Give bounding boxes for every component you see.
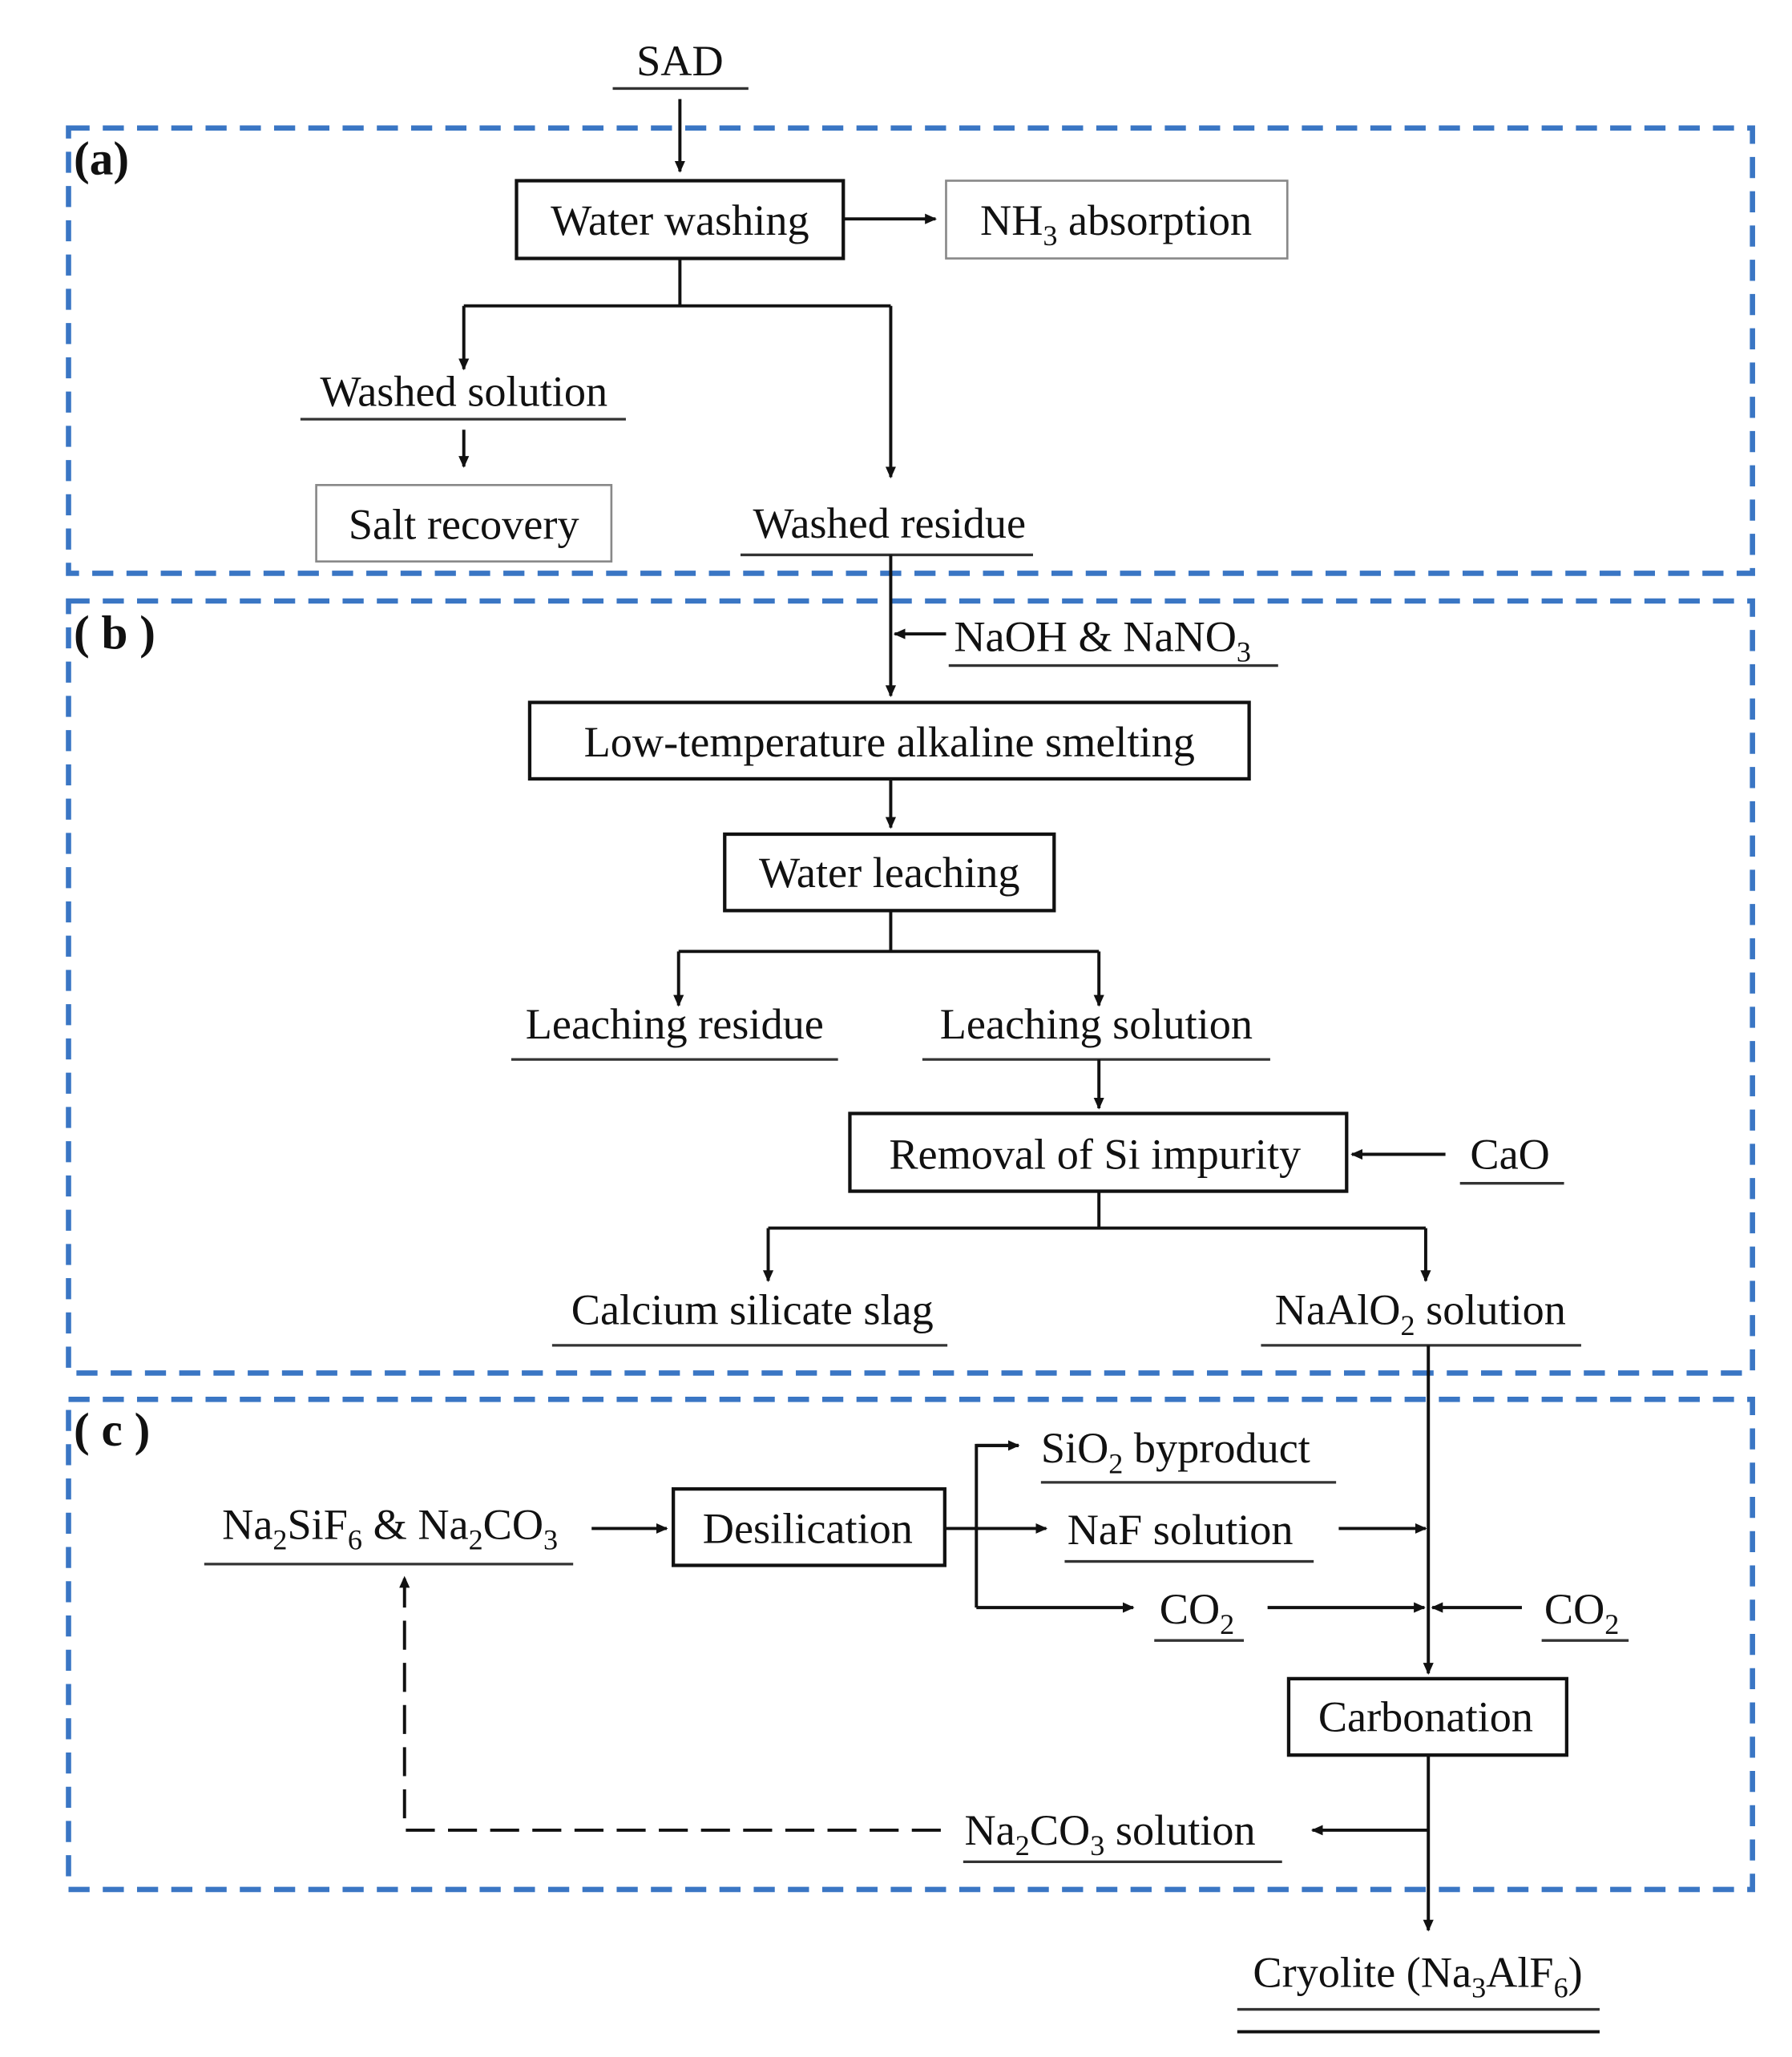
na2co3-solution-label: Na2CO3 solution <box>964 1806 1255 1861</box>
desilication-label: Desilication <box>703 1505 913 1553</box>
water-leaching-label: Water leaching <box>759 849 1019 897</box>
cryolite-label: Cryolite (Na3AlF6) <box>1253 1949 1582 2004</box>
desilication-box <box>672 1486 946 1567</box>
water-washing-label: Water washing <box>551 196 809 244</box>
leaching-residue-label: Leaching residue <box>526 1000 824 1048</box>
co2-mid-label: CO2 <box>1160 1585 1234 1640</box>
split-line-a <box>463 258 891 308</box>
nh3-absorption-box <box>945 179 1289 260</box>
nh3-absorption-label: NH3 absorption <box>980 196 1252 252</box>
naoh-nano3-label: NaOH & NaNO3 <box>954 612 1251 668</box>
smelting-box <box>527 700 1251 781</box>
smelting-label: Low-temperature alkaline smelting <box>584 718 1195 766</box>
naalo2-label: NaAlO2 solution <box>1275 1286 1566 1341</box>
section-a-border <box>66 125 1755 576</box>
carbonation-box <box>1286 1676 1568 1757</box>
recycle-dashed-arrow <box>399 1575 941 1832</box>
carbonation-label: Carbonation <box>1318 1693 1533 1741</box>
washed-solution-label: Washed solution <box>320 368 607 416</box>
salt-recovery-label: Salt recovery <box>349 501 579 549</box>
naf-solution-label: NaF solution <box>1068 1506 1294 1554</box>
section-c-label: ( c ) <box>74 1403 150 1456</box>
split-line-b1 <box>678 910 1100 954</box>
branch-line-c <box>975 1443 1019 1608</box>
co2-right-label: CO2 <box>1544 1585 1619 1640</box>
split-line-b2 <box>768 1191 1426 1230</box>
salt-recovery-box <box>315 483 613 563</box>
slag-label: Calcium silicate slag <box>571 1286 934 1334</box>
na2sif6-na2co3-label: Na2SiF6 & Na2CO3 <box>222 1501 558 1556</box>
sad-label: SAD <box>636 37 724 85</box>
sio2-byproduct-label: SiO2 byproduct <box>1041 1424 1310 1479</box>
cao-label: CaO <box>1470 1131 1549 1179</box>
section-c-border <box>66 1397 1755 1893</box>
section-a-label: (a) <box>74 131 129 184</box>
removal-si-label: Removal of Si impurity <box>889 1131 1301 1179</box>
leaching-solution-label: Leaching solution <box>940 1000 1253 1048</box>
water-washing-box <box>515 179 846 260</box>
section-b-label: ( b ) <box>74 606 155 659</box>
washed-residue-label: Washed residue <box>753 499 1026 547</box>
section-b-border <box>66 598 1755 1376</box>
water-leaching-box <box>723 832 1056 913</box>
